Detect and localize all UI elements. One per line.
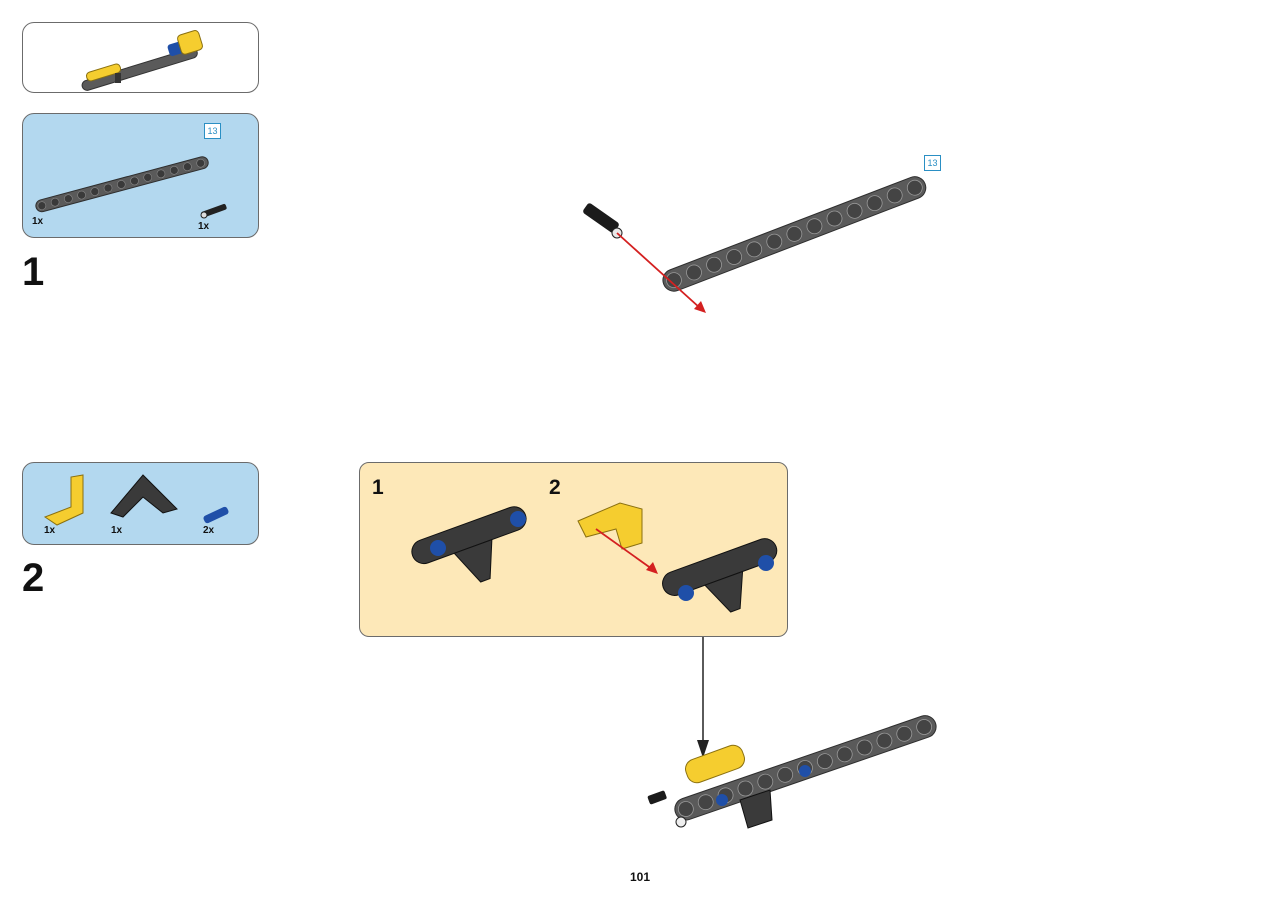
part-qty-black-triangle: 1x (111, 525, 123, 536)
step1-assembly-illustration (583, 176, 927, 313)
beam-hole (677, 801, 694, 817)
substep-callout-box: 1 2 (359, 462, 788, 637)
substep-number-1: 1 (372, 476, 384, 499)
beam-hole (746, 241, 763, 258)
triangle-beam-with-pins-2 (662, 538, 778, 613)
beam-hole (916, 719, 933, 735)
beam-hole (130, 176, 139, 186)
part-qty-axle-pin: 1x (198, 221, 210, 232)
beam-hole (836, 746, 853, 763)
beam-hole (686, 264, 702, 281)
substep-number-2: 2 (549, 476, 561, 499)
beam-hole (906, 179, 923, 196)
beam-hole (116, 180, 126, 189)
beam-hole (37, 201, 47, 211)
part-qty-beam: 1x (32, 216, 44, 227)
substep-arrow (595, 528, 653, 570)
yellow-angle-beam-part (43, 474, 84, 526)
beam-hole (816, 753, 833, 770)
beam-hole (757, 773, 774, 790)
beam-hole (826, 210, 843, 227)
blue-pin-part (203, 506, 229, 524)
beam-hole (876, 732, 893, 749)
beam-hole (786, 226, 803, 242)
yellow-angle-beam (577, 502, 643, 550)
model-preview-image (81, 30, 203, 91)
part-qty-yellow-angle: 1x (44, 525, 56, 536)
triangle-beam-with-pins (411, 506, 527, 583)
beam-hole (77, 190, 86, 200)
step2-parts-list: 1x 1x 2x (22, 462, 259, 545)
page-number: 101 (629, 870, 651, 884)
beam-hole (706, 256, 722, 273)
beam-hole (103, 183, 113, 193)
step1-parts-list: 13 1x 1x (22, 113, 259, 238)
step1-parts-illustration (35, 156, 227, 219)
arrow-head (694, 301, 706, 313)
part-qty-blue-pin: 2x (203, 525, 215, 536)
beam-hole (64, 194, 73, 203)
beam-hole (156, 169, 166, 179)
beam-hole (183, 162, 192, 172)
beam-hole (766, 233, 783, 250)
beam-hole (50, 197, 60, 207)
beam-hole (777, 766, 794, 783)
beam-hole (846, 202, 863, 219)
substep-arrow-head (646, 562, 658, 574)
step-number-1: 1 (22, 250, 45, 294)
beam-hole (726, 249, 743, 265)
step2-parts-illustration (43, 474, 229, 526)
beam-hole (196, 158, 205, 168)
step-number-2: 2 (22, 556, 45, 600)
axle-pin-part (200, 203, 227, 219)
assembly-length-label: 13 (924, 155, 941, 171)
beam-hole (90, 187, 100, 196)
beam-hole (169, 165, 179, 175)
beam-hole (806, 218, 823, 235)
beam-hole (886, 187, 903, 204)
insertion-arrow (616, 232, 701, 309)
model-preview-box (22, 22, 259, 93)
attach-arrow-head (697, 740, 709, 758)
black-triangle-beam-part (110, 474, 178, 518)
beam-hole (737, 780, 754, 797)
beam-hole (896, 725, 913, 742)
substep-illustration (411, 502, 778, 613)
beam-hole (143, 173, 153, 182)
beam-hole (697, 794, 714, 811)
part-length-label: 13 (204, 123, 221, 139)
beam-hole (866, 195, 883, 212)
beam-hole (856, 739, 873, 756)
